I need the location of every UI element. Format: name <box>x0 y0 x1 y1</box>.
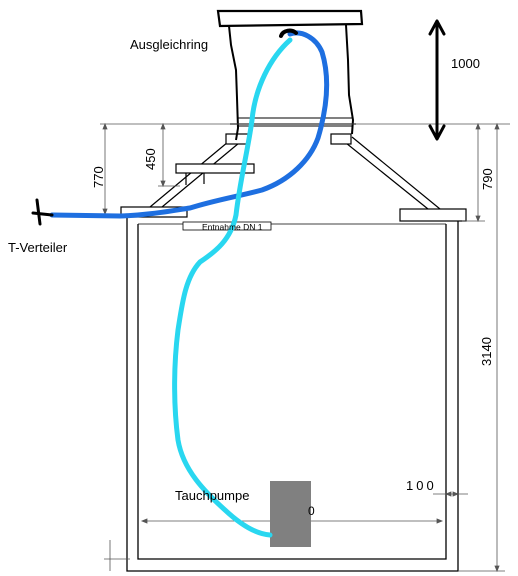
label-tauchpumpe: Tauchpumpe <box>175 488 249 503</box>
dim-770: 770 <box>91 166 106 188</box>
label-ausgleichring: Ausgleichring <box>130 37 208 52</box>
hose-dark-blue <box>49 30 330 219</box>
dim-1000: 1000 <box>451 56 480 71</box>
neck-collar-right <box>330 133 352 145</box>
ring-right-side <box>345 24 355 135</box>
ausgleichring <box>216 9 364 141</box>
cone-ring <box>175 163 255 174</box>
dim-100: 100 <box>406 478 437 493</box>
tank-cone <box>149 123 441 210</box>
hose-light-blue <box>172 37 293 538</box>
label-entnahme: Entnahme DN 1 <box>202 222 263 232</box>
hose-end-nozzle <box>279 28 298 38</box>
t-verteiler-fitting <box>31 198 54 226</box>
label-t-verteiler: T-Verteiler <box>8 240 68 255</box>
dim-790: 790 <box>480 168 495 190</box>
right-flange <box>399 208 467 222</box>
dim-3140: 3140 <box>479 337 494 366</box>
pump-dimension-fragment: 0 <box>308 504 315 518</box>
height-arrow-1000 <box>428 19 446 141</box>
ring-left-side <box>228 25 240 141</box>
entnahme-port <box>182 221 272 231</box>
submersible-pump <box>270 481 311 547</box>
tank-outer-wall <box>126 216 459 572</box>
dim-450: 450 <box>143 148 158 170</box>
ring-cap <box>216 9 364 28</box>
tank-inner-wall <box>137 224 447 560</box>
